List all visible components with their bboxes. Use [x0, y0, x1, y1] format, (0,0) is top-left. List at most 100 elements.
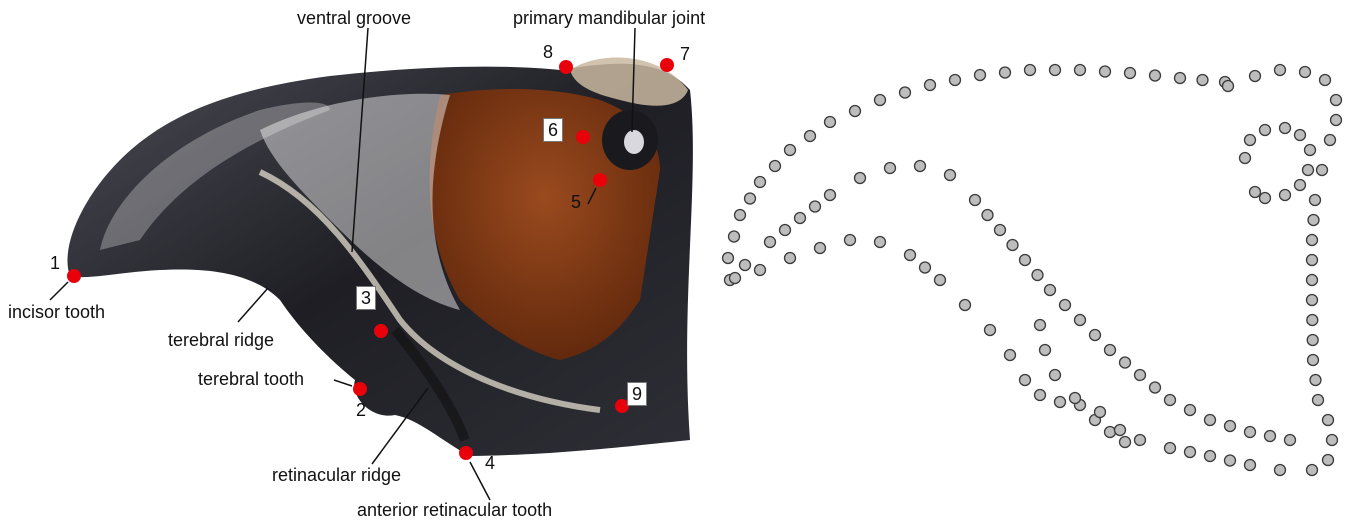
- label-anterior-retinacular-tooth: anterior retinacular tooth: [357, 500, 552, 520]
- semilandmark-point: [745, 193, 756, 204]
- semilandmark-point: [1055, 397, 1066, 408]
- semilandmark-point: [1225, 455, 1236, 466]
- semilandmark-point: [905, 250, 916, 261]
- semilandmark-point: [920, 262, 931, 273]
- landmark-number-3: 3: [356, 286, 376, 310]
- semilandmark-point: [1260, 193, 1271, 204]
- joint-highlight: [624, 130, 644, 154]
- semilandmark-point: [1150, 70, 1161, 81]
- semilandmark-point: [1040, 345, 1051, 356]
- semilandmark-point: [1185, 405, 1196, 416]
- semilandmark-point: [805, 131, 816, 142]
- semilandmark-point: [1105, 345, 1116, 356]
- semilandmark-point: [1250, 187, 1261, 198]
- label-incisor-tooth: incisor tooth: [8, 302, 105, 322]
- semilandmark-point: [1245, 135, 1256, 146]
- semilandmark-point: [1035, 320, 1046, 331]
- semilandmark-point: [1300, 67, 1311, 78]
- semilandmark-point: [960, 300, 971, 311]
- semilandmark-point: [1000, 67, 1011, 78]
- semilandmark-point: [855, 173, 866, 184]
- semilandmark-point: [729, 231, 740, 242]
- semilandmark-point: [1308, 215, 1319, 226]
- semilandmark-point: [1075, 315, 1086, 326]
- semilandmark-point: [810, 201, 821, 212]
- semilandmark-point: [1060, 300, 1071, 311]
- semilandmark-point: [1150, 382, 1161, 393]
- landmark-number-4: 4: [485, 453, 495, 473]
- semilandmark-point: [970, 195, 981, 206]
- semilandmark-point: [730, 273, 741, 284]
- semilandmark-point: [1105, 427, 1116, 438]
- semilandmark-point: [1205, 451, 1216, 462]
- semilandmark-point: [1310, 375, 1321, 386]
- semilandmark-point: [1070, 393, 1081, 404]
- semilandmark-point: [975, 70, 986, 81]
- leader-terebral-tooth: [334, 380, 352, 386]
- semilandmark-point: [723, 253, 734, 264]
- landmark-number-6: 6: [543, 118, 563, 142]
- semilandmark-point: [1095, 407, 1106, 418]
- semilandmark-point: [1265, 431, 1276, 442]
- semilandmark-point: [1075, 65, 1086, 76]
- semilandmark-point: [985, 325, 996, 336]
- semilandmark-point: [1020, 375, 1031, 386]
- semilandmark-point: [935, 275, 946, 286]
- semilandmark-point: [755, 177, 766, 188]
- landmark-6: [576, 130, 590, 144]
- landmark-8: [559, 60, 573, 74]
- semilandmark-point: [1225, 421, 1236, 432]
- label-terebral-ridge: terebral ridge: [168, 330, 274, 350]
- semilandmark-point: [1032, 270, 1043, 281]
- semilandmark-point: [815, 243, 826, 254]
- semilandmark-point: [995, 225, 1006, 236]
- semilandmark-point: [1185, 447, 1196, 458]
- semilandmark-point: [1090, 330, 1101, 341]
- semilandmark-point: [1165, 395, 1176, 406]
- semilandmark-point: [1223, 81, 1234, 92]
- semilandmark-point: [1317, 165, 1328, 176]
- semilandmark-point: [1307, 335, 1318, 346]
- semilandmark-point: [780, 225, 791, 236]
- semilandmark-point: [1325, 135, 1336, 146]
- semilandmark-point: [1295, 180, 1306, 191]
- semilandmark-point: [845, 235, 856, 246]
- semilandmark-point: [1275, 465, 1286, 476]
- landmark-5: [593, 173, 607, 187]
- semilandmark-point: [1135, 435, 1146, 446]
- semilandmark-point: [1327, 435, 1338, 446]
- semilandmark-point: [850, 106, 861, 117]
- landmark-7: [660, 58, 674, 72]
- semilandmark-point: [900, 87, 911, 98]
- semilandmark-point: [1307, 295, 1318, 306]
- landmark-number-7: 7: [680, 44, 690, 64]
- semilandmark-point: [1007, 240, 1018, 251]
- landmark-4: [459, 446, 473, 460]
- semilandmark-point: [1175, 73, 1186, 84]
- semilandmark-point: [885, 163, 896, 174]
- leader-incisor: [50, 282, 68, 300]
- semilandmark-point: [1307, 465, 1318, 476]
- semilandmark-point: [1331, 95, 1342, 106]
- semilandmark-point: [1050, 370, 1061, 381]
- label-terebral-tooth: terebral tooth: [198, 369, 304, 389]
- semilandmark-point: [1115, 425, 1126, 436]
- landmark-2: [353, 382, 367, 396]
- semilandmark-point: [1120, 437, 1131, 448]
- semilandmark-point: [1100, 66, 1111, 77]
- semilandmark-point: [982, 210, 993, 221]
- semilandmark-point: [1313, 395, 1324, 406]
- semilandmark-point: [1165, 443, 1176, 454]
- semilandmark-point: [945, 170, 956, 181]
- label-ventral-groove: ventral groove: [297, 8, 411, 28]
- semilandmark-point: [875, 95, 886, 106]
- semilandmark-point: [1285, 435, 1296, 446]
- semilandmark-point: [795, 213, 806, 224]
- landmark-1: [67, 269, 81, 283]
- semilandmark-point: [1050, 65, 1061, 76]
- semilandmark-point: [825, 190, 836, 201]
- semilandmark-point: [1260, 125, 1271, 136]
- semilandmark-point: [735, 210, 746, 221]
- semilandmark-point: [1245, 460, 1256, 471]
